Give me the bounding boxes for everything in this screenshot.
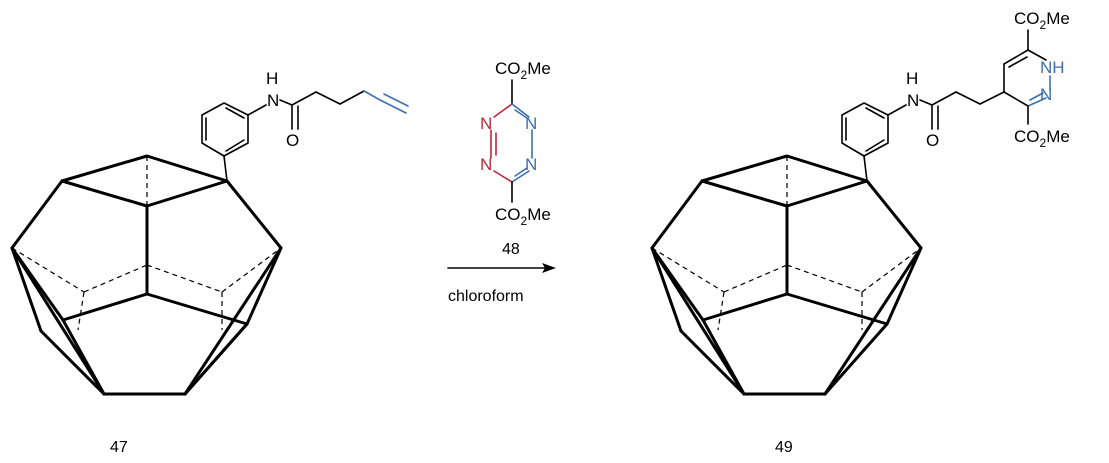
tetrazine-n3: N — [480, 155, 492, 174]
ester-bottom-49: CO2Me — [1014, 127, 1070, 150]
compound-49: H N O NH N CO2Me CO2Me 49 — [650, 9, 1070, 456]
compound-48: CO2Me N N N N CO2Me 48 — [480, 59, 551, 258]
ester-bottom-48: CO2Me — [495, 205, 551, 228]
tetrazine-n4: N — [525, 155, 537, 174]
amide-n-47: N — [267, 91, 279, 110]
compound-label-49: 49 — [775, 439, 793, 456]
tetrazine-n1: N — [480, 114, 492, 133]
ring-n-49: N — [1040, 85, 1052, 104]
ester-top-49: CO2Me — [1014, 9, 1070, 32]
amide-h-47: H — [266, 69, 278, 88]
cage-47 — [10, 154, 283, 396]
amide-h-49: H — [906, 69, 918, 88]
cage-49 — [650, 154, 923, 396]
compound-label-48: 48 — [502, 241, 520, 258]
compound-47: H N O 47 — [10, 69, 409, 456]
tetrazine-n2: N — [525, 114, 537, 133]
dihydropyridazine-49 — [1003, 29, 1051, 125]
compound-label-47: 47 — [110, 439, 128, 456]
ester-top-48: CO2Me — [495, 59, 551, 82]
amide-n-49: N — [907, 91, 919, 110]
benzene-47 — [201, 102, 249, 157]
carbonyl-o-49: O — [926, 131, 939, 150]
ring-nh-49: NH — [1040, 58, 1065, 77]
reaction-arrow — [447, 263, 556, 273]
carbonyl-o-47: O — [286, 131, 299, 150]
reaction-condition: chloroform — [448, 288, 524, 305]
benzene-49 — [841, 102, 889, 157]
